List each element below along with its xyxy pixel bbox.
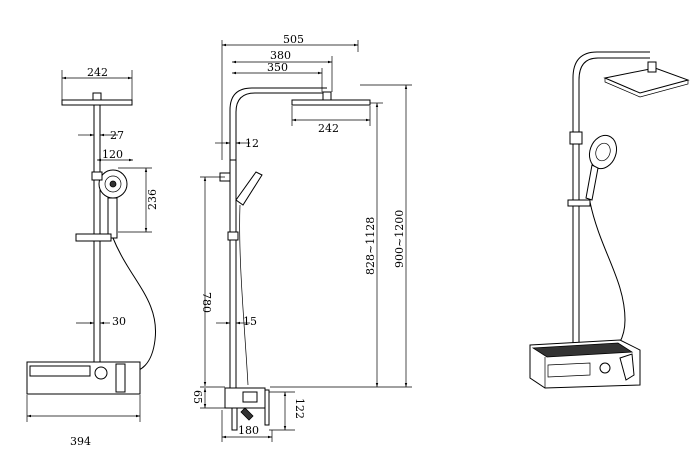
hand-shower bbox=[91, 169, 128, 239]
dim-side-head-offset: 350 bbox=[267, 61, 288, 74]
rain-head bbox=[603, 67, 690, 94]
dim-front-arm-offset: 27 bbox=[110, 129, 124, 142]
dim-side-pole-height: 780 bbox=[200, 292, 213, 313]
front-view: 242 27 120 236 30 394 bbox=[26, 66, 159, 448]
mixer-base bbox=[26, 361, 141, 395]
hose bbox=[112, 237, 157, 373]
dim-side-total-reach: 505 bbox=[283, 33, 304, 46]
rain-head bbox=[61, 92, 133, 106]
hand-shower bbox=[235, 171, 263, 206]
dim-side-valve-drop: 122 bbox=[293, 398, 306, 419]
dim-side-pole-gap: 12 bbox=[245, 137, 259, 150]
hand-shower bbox=[588, 134, 618, 170]
dim-side-total-height-range: 900~1200 bbox=[393, 210, 406, 268]
dim-front-head-width: 242 bbox=[87, 66, 108, 79]
dim-side-head-height-range: 828~1128 bbox=[364, 217, 377, 275]
mixer-base bbox=[529, 339, 641, 389]
pole bbox=[572, 143, 580, 345]
dim-front-pole-diameter: 30 bbox=[112, 315, 126, 328]
slide-holder bbox=[75, 233, 112, 242]
rain-head bbox=[291, 91, 371, 106]
dim-side-valve-depth: 180 bbox=[238, 424, 259, 437]
dim-front-base-width: 394 bbox=[70, 435, 91, 448]
side-view: 505 380 350 242 12 780 15 65 180 122 828… bbox=[191, 33, 412, 442]
mixer-valve bbox=[224, 387, 270, 431]
dim-front-handshower-width: 120 bbox=[102, 148, 123, 161]
dim-side-arm-reach: 380 bbox=[270, 49, 291, 62]
shower-arm bbox=[229, 87, 327, 160]
pole bbox=[229, 159, 237, 391]
dim-side-valve-height: 65 bbox=[191, 390, 204, 404]
dim-side-head-width: 242 bbox=[318, 122, 339, 135]
dim-front-handshower-height: 236 bbox=[146, 189, 159, 210]
perspective-view bbox=[529, 51, 690, 389]
dim-side-pole-diameter: 15 bbox=[243, 315, 257, 328]
